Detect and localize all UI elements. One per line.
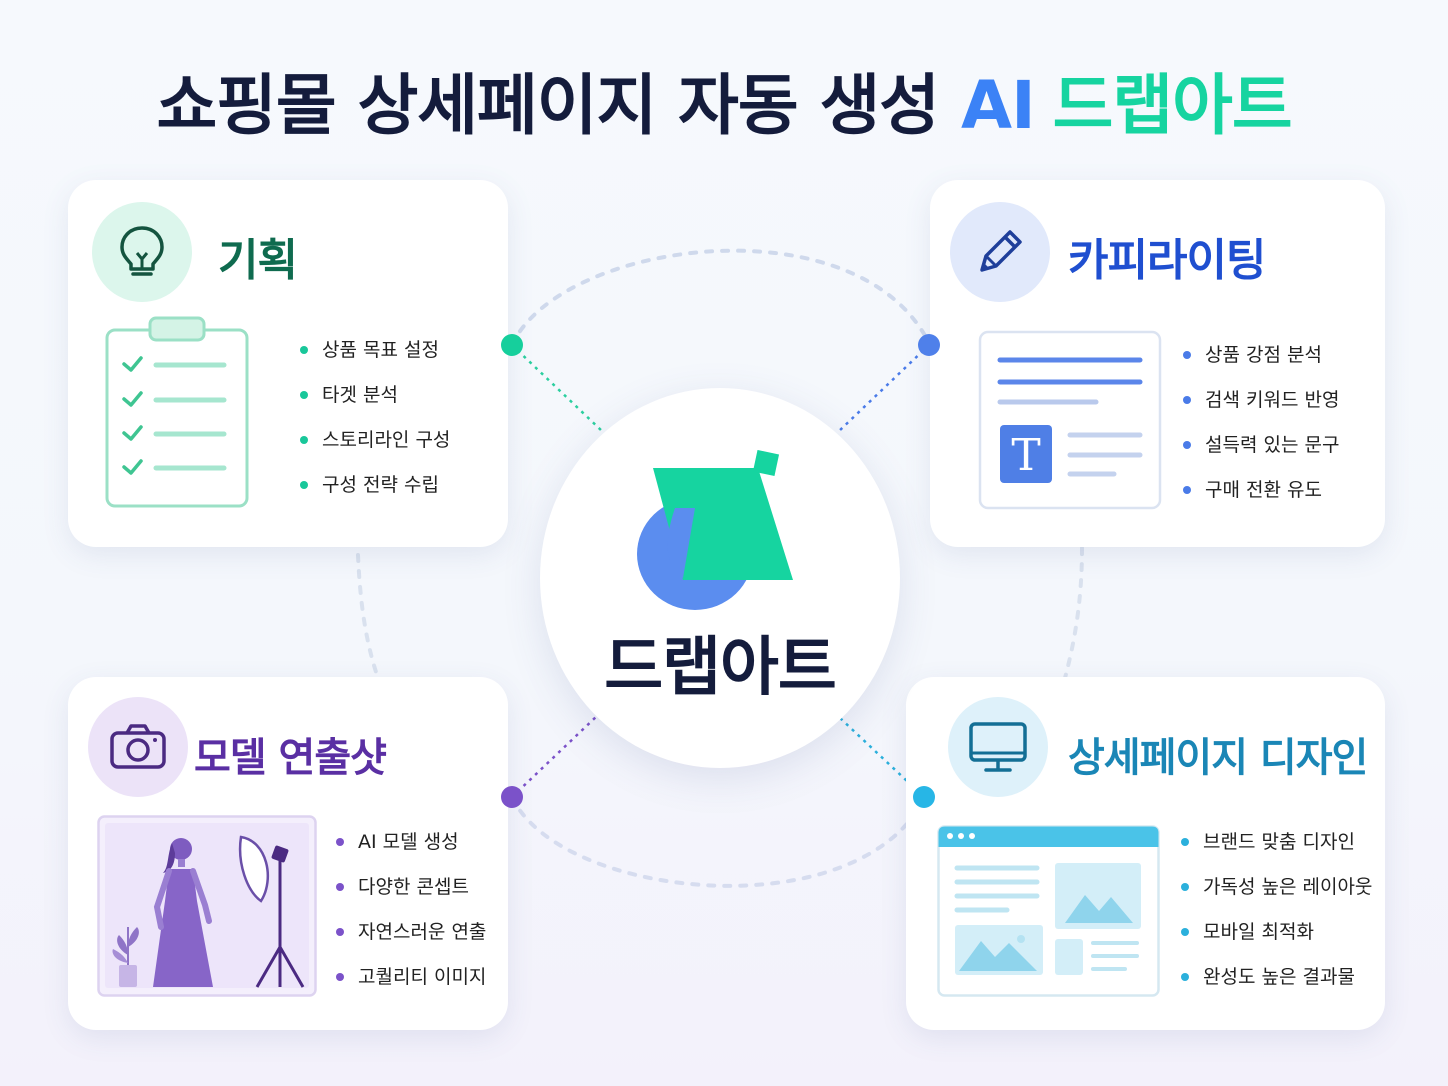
drapart-logo-icon — [637, 450, 793, 610]
list-item: 상품 강점 분석 — [1183, 343, 1339, 388]
list-item: 브랜드 맞춤 디자인 — [1181, 830, 1372, 875]
planning-title: 기획 — [218, 235, 298, 286]
copywriting-title: 카피라이팅 — [1068, 235, 1266, 286]
node-copywriting — [918, 334, 940, 356]
copywriting-list: 상품 강점 분석 검색 키워드 반영 설득력 있는 문구 구매 전환 유도 — [1183, 343, 1339, 523]
planning-card: 기획 상품 목표 설정 타겟 분석 스토리라인 구성 구성 전략 수립 — [68, 180, 508, 547]
webpage-layout-illustration — [937, 825, 1160, 997]
node-model — [501, 786, 523, 808]
list-item: 설득력 있는 문구 — [1183, 433, 1339, 478]
node-planning — [501, 334, 523, 356]
model-photoshoot-illustration — [97, 815, 317, 997]
list-item: 스토리라인 구성 — [300, 428, 450, 473]
monitor-icon — [948, 697, 1048, 797]
model-title: 모델 연출샷 — [194, 735, 387, 781]
center-hub: 드랩아트 — [540, 388, 900, 768]
list-item: 고퀄리티 이미지 — [336, 965, 486, 1010]
list-item: 완성도 높은 결과물 — [1181, 965, 1372, 1010]
model-list: AI 모델 생성 다양한 콘셉트 자연스러운 연출 고퀄리티 이미지 — [336, 830, 486, 1010]
design-list: 브랜드 맞춤 디자인 가독성 높은 레이아웃 모바일 최적화 완성도 높은 결과… — [1181, 830, 1372, 1010]
center-brand-name: 드랩아트 — [604, 631, 837, 705]
title-main: 쇼핑몰 상세페이지 자동 생성 — [156, 67, 940, 144]
copywriting-card: 카피라이팅 T 상품 강점 분석 검색 키워드 반영 설득력 있는 문구 구매 … — [930, 180, 1385, 547]
list-item: 자연스러운 연출 — [336, 920, 486, 965]
design-title: 상세페이지 디자인 — [1068, 735, 1368, 781]
svg-text:T: T — [1011, 430, 1040, 481]
document-text-icon: T — [978, 330, 1162, 510]
pencil-icon — [950, 202, 1050, 302]
list-item: 구성 전략 수립 — [300, 473, 450, 518]
lightbulb-icon — [92, 202, 192, 302]
clipboard-checklist-icon — [105, 316, 249, 508]
list-item: 검색 키워드 반영 — [1183, 388, 1339, 433]
model-card: 모델 연출샷 AI 모델 생성 다양한 콘셉트 자연스러운 연출 고퀄리티 이미… — [68, 677, 508, 1030]
list-item: 구매 전환 유도 — [1183, 478, 1339, 523]
list-item: 가독성 높은 레이아웃 — [1181, 875, 1372, 920]
planning-list: 상품 목표 설정 타겟 분석 스토리라인 구성 구성 전략 수립 — [300, 338, 450, 518]
list-item: 다양한 콘셉트 — [336, 875, 486, 920]
node-design — [913, 786, 935, 808]
list-item: 타겟 분석 — [300, 383, 450, 428]
design-card: 상세페이지 디자인 브랜드 맞춤 디자인 가독성 높은 레이아웃 모바일 최적화… — [906, 677, 1385, 1030]
list-item: AI 모델 생성 — [336, 830, 486, 875]
camera-icon — [88, 697, 188, 797]
list-item: 상품 목표 설정 — [300, 338, 450, 383]
title-ai: AI — [961, 67, 1036, 144]
title-brand: 드랩아트 — [1052, 67, 1293, 144]
list-item: 모바일 최적화 — [1181, 920, 1372, 965]
